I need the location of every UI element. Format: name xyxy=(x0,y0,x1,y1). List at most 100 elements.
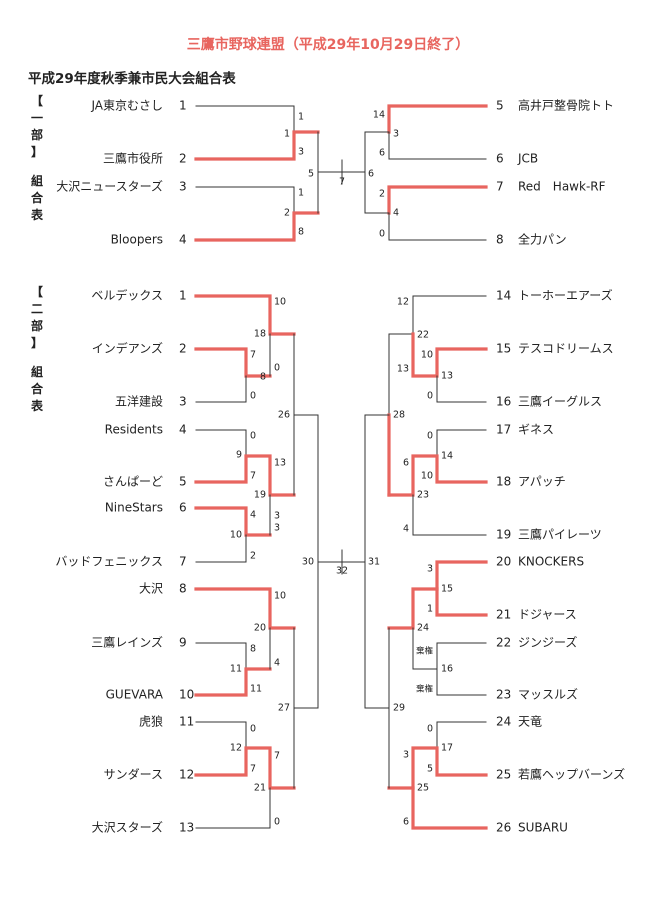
score-label: 13 xyxy=(441,371,453,382)
score-label: 2 xyxy=(379,189,385,200)
team-name: ジンジーズ xyxy=(518,635,577,650)
score-label: 4 xyxy=(393,208,399,219)
score-label: 10 xyxy=(421,350,433,361)
score-label: 23 xyxy=(417,490,429,501)
division-2-label-char: 】 xyxy=(30,336,43,350)
team-number: 23 xyxy=(496,688,511,702)
score-label: 7 xyxy=(250,350,256,361)
division-1-label-char: 組 xyxy=(30,174,43,188)
team-name: 虎狼 xyxy=(139,714,163,729)
score-label: 30 xyxy=(302,557,314,568)
team-name: 高井戸整骨院トト xyxy=(518,98,614,113)
score-label: 3 xyxy=(274,523,280,534)
division-2-label-char: 組 xyxy=(30,365,43,379)
score-label: 13 xyxy=(274,458,286,469)
score-label: 1 xyxy=(284,129,290,140)
winner-bracket-line xyxy=(194,211,320,242)
score-label: 6 xyxy=(368,169,374,180)
team-number: 20 xyxy=(496,555,511,569)
team-name: GUEVARA xyxy=(106,688,164,702)
division-1-label: 【 一 部 】 組 合 表 xyxy=(28,93,46,224)
division-2-label-char: 部 xyxy=(30,319,43,333)
score-label: 棄権 xyxy=(416,646,434,657)
score-label: 21 xyxy=(254,783,266,794)
division-2-label-char: 【 xyxy=(30,285,43,299)
team-name: ギネス xyxy=(518,423,554,437)
score-label: 8 xyxy=(250,644,256,655)
team-name: 若鷹ヘップバーンズ xyxy=(518,767,625,782)
winner-bracket-line xyxy=(194,667,272,697)
winner-bracket-line xyxy=(387,746,488,790)
score-label: 7 xyxy=(339,177,345,188)
team-name: JA東京むさし xyxy=(90,99,163,113)
division-2-label-char: 表 xyxy=(30,399,43,413)
team-number: 19 xyxy=(496,528,511,542)
team-number: 7 xyxy=(179,555,187,569)
score-label: 8 xyxy=(260,372,266,383)
score-label: 2 xyxy=(250,551,256,562)
team-number: 24 xyxy=(496,715,511,729)
team-name: SUBARU xyxy=(518,821,568,835)
score-label: 12 xyxy=(230,743,242,754)
score-label: 24 xyxy=(417,623,429,634)
team-name: トーホーエアーズ xyxy=(518,288,613,303)
score-label: 1 xyxy=(427,604,433,615)
score-label: 7 xyxy=(250,764,256,775)
team-number: 18 xyxy=(496,475,511,489)
score-label: 15 xyxy=(441,584,453,595)
score-label: 3 xyxy=(427,564,433,575)
bracket-line xyxy=(412,494,487,536)
team-number: 13 xyxy=(179,821,194,835)
score-label: 10 xyxy=(274,591,286,602)
team-name: マッスルズ xyxy=(518,687,578,702)
score-label: 16 xyxy=(441,664,453,675)
score-label: 0 xyxy=(379,229,385,240)
winner-bracket-line xyxy=(194,506,272,537)
page-title: 三鷹市野球連盟（平成29年10月29日終了） xyxy=(186,37,470,53)
score-label: 10 xyxy=(421,471,433,482)
team-number: 2 xyxy=(179,152,187,166)
winner-bracket-line xyxy=(194,454,296,497)
score-label: 29 xyxy=(393,703,405,714)
team-number: 6 xyxy=(496,152,504,166)
bracket-line xyxy=(195,642,247,670)
team-number: 7 xyxy=(496,180,504,194)
score-label: 0 xyxy=(250,431,256,442)
score-label: 3 xyxy=(403,750,409,761)
score-label: 9 xyxy=(236,450,242,461)
team-name: インデアンズ xyxy=(92,341,163,356)
bracket-line xyxy=(195,787,271,829)
team-number: 1 xyxy=(179,289,187,303)
team-number: 10 xyxy=(179,688,194,702)
score-label: 0 xyxy=(427,431,433,442)
team-name: サンダース xyxy=(104,767,163,782)
team-number: 5 xyxy=(179,475,187,489)
team-number: 3 xyxy=(179,395,187,409)
score-label: 3 xyxy=(274,511,280,522)
winner-bracket-line xyxy=(387,587,488,630)
score-label: 1 xyxy=(298,188,304,199)
score-label: 11 xyxy=(230,664,242,675)
team-number: 12 xyxy=(179,768,194,782)
team-name: 三鷹パイレーツ xyxy=(518,527,602,542)
bracket-line xyxy=(436,375,487,403)
team-name: 大沢 xyxy=(139,582,163,596)
team-name: 大沢ニュースターズ xyxy=(56,179,163,194)
score-label: 11 xyxy=(250,684,262,695)
score-label: 22 xyxy=(417,330,429,341)
division-1-label-char: 部 xyxy=(30,128,43,142)
score-label: 6 xyxy=(379,148,385,159)
score-label: 10 xyxy=(230,530,242,541)
bracket-line xyxy=(195,429,247,457)
score-label: 18 xyxy=(254,329,266,340)
team-number: 1 xyxy=(179,99,187,113)
division-2-label-char: 二 xyxy=(30,302,43,316)
team-name: Bloopers xyxy=(111,233,163,247)
division-2-label: 【 二 部 】 組 合 表 xyxy=(28,284,46,415)
team-number: 25 xyxy=(496,768,511,782)
winner-bracket-line xyxy=(194,130,320,161)
bracket-line xyxy=(195,375,247,403)
score-label: 棄権 xyxy=(416,684,434,695)
